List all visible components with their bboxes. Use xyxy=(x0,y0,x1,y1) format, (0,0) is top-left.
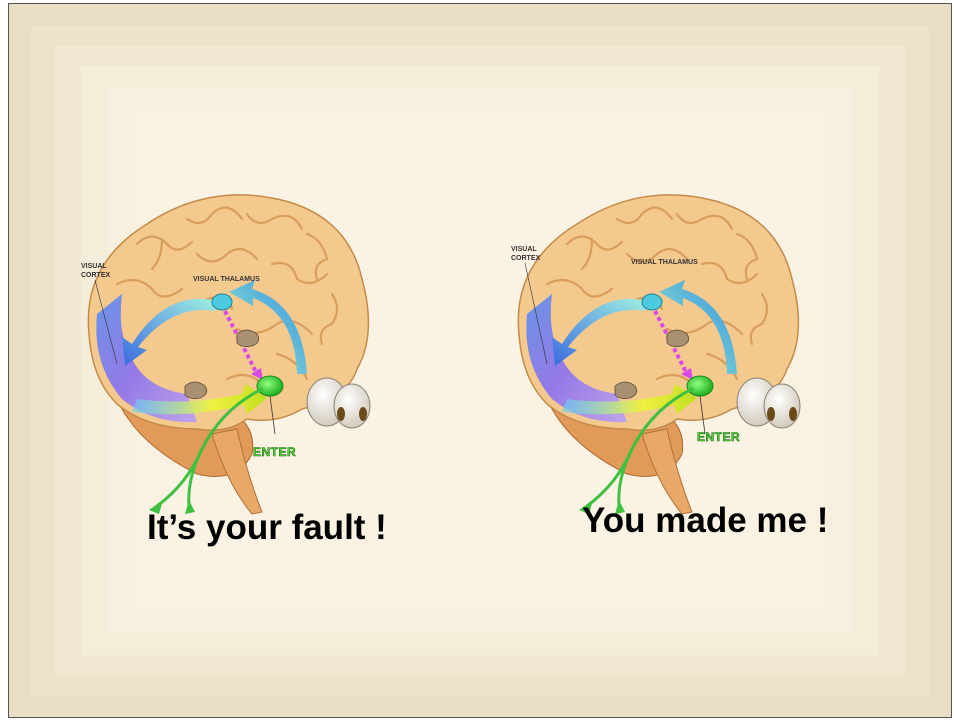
caption-left: It’s your fault ! xyxy=(147,507,387,548)
brain-illustration-right: VISUAL CORTEX VISUAL THALAMUS ENTER xyxy=(507,184,817,514)
amygdala xyxy=(687,376,713,396)
brain-diagram-left: VISUAL CORTEX VISUAL THALAMUS ENTER xyxy=(77,184,387,514)
eye-icon xyxy=(737,378,800,428)
amygdala xyxy=(257,376,283,396)
eye-icon xyxy=(307,378,370,428)
label-visual-cortex: CORTEX xyxy=(81,272,111,279)
label-visual-cortex: VISUAL xyxy=(511,246,537,253)
slide: VISUAL CORTEX VISUAL THALAMUS ENTER xyxy=(8,3,952,718)
label-visual-cortex: CORTEX xyxy=(511,255,541,262)
label-visual-thalamus: VISUAL THALAMUS xyxy=(193,276,260,283)
label-visual-thalamus: VISUAL THALAMUS xyxy=(631,259,698,266)
caption-right: You made me ! xyxy=(582,500,872,541)
brain-illustration-left: VISUAL CORTEX VISUAL THALAMUS ENTER xyxy=(77,184,387,514)
label-enter: ENTER xyxy=(697,430,740,444)
brain-diagram-right: VISUAL CORTEX VISUAL THALAMUS ENTER xyxy=(507,184,817,514)
label-visual-cortex: VISUAL xyxy=(81,263,107,270)
label-enter: ENTER xyxy=(253,445,296,459)
visual-thalamus xyxy=(212,294,232,310)
visual-thalamus xyxy=(642,294,662,310)
